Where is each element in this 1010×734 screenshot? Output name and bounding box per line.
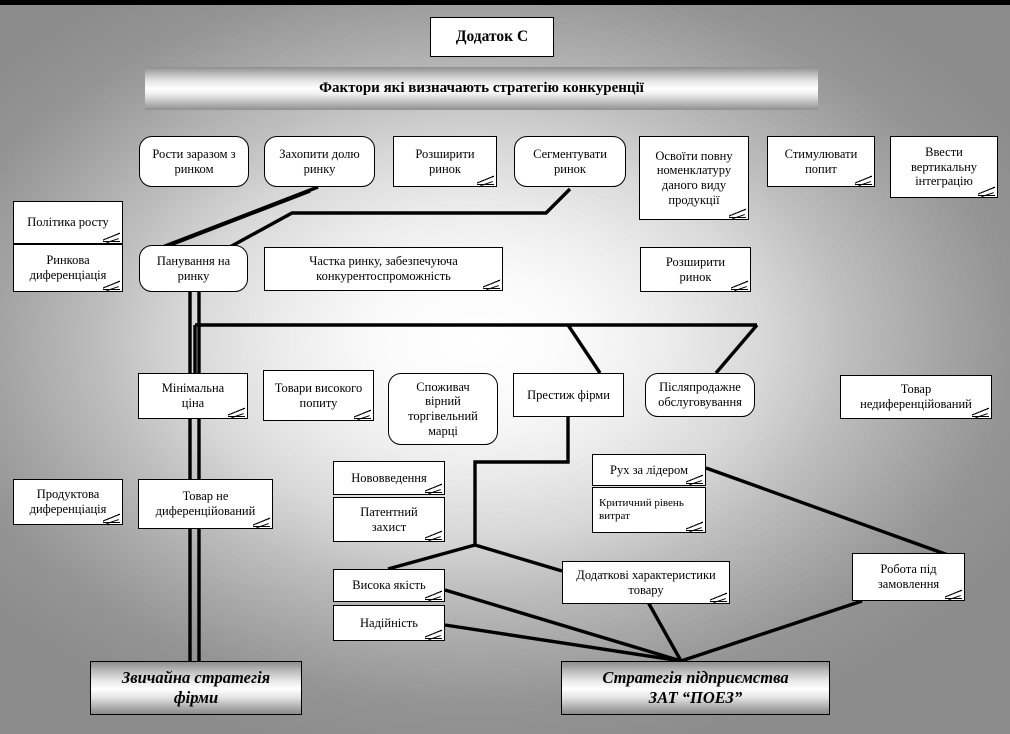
- node-label: Стимулювати попит: [784, 146, 858, 176]
- node-label: Ринкова диференціація: [29, 253, 107, 282]
- diagram-title-banner: Фактори які визначають стратегію конкуре…: [145, 67, 818, 110]
- node-follow-the-leader[interactable]: Рух за лідером: [592, 454, 706, 486]
- node-label: Споживач вірний торгівельний марці: [408, 379, 478, 438]
- node-label: Розширити ринок: [415, 146, 475, 176]
- edge-grow-to-domination: [151, 189, 311, 254]
- node-label: Захопити долю ринку: [279, 146, 360, 176]
- node-after-sales-service[interactable]: Післяпродажне обслуговування: [645, 373, 755, 417]
- edge-order-to-enterprise: [680, 599, 863, 663]
- node-product-not-differentiated[interactable]: Товар не диференційований: [138, 479, 273, 529]
- terminal-usual-firm-strategy[interactable]: Звичайна стратегія фірми: [90, 661, 302, 715]
- node-expand-market-mid[interactable]: Розширити ринок: [640, 247, 751, 292]
- node-label: Продуктова диференціація: [29, 487, 107, 516]
- node-label: Політика росту: [27, 215, 109, 230]
- terminal-label: Стратегія підприємства ЗАТ “ПОЕЗ”: [602, 668, 789, 707]
- node-label: Товари високого попиту: [274, 380, 363, 410]
- node-product-differentiation[interactable]: Продуктова диференціація: [13, 479, 123, 525]
- node-label: Розширити ринок: [665, 254, 726, 284]
- node-high-quality[interactable]: Висока якість: [333, 569, 445, 602]
- node-growth-policy[interactable]: Політика росту: [13, 201, 123, 244]
- node-label: Нововведення: [351, 470, 427, 485]
- diagram-title-text: Фактори які визначають стратегію конкуре…: [319, 80, 644, 96]
- node-segment-market[interactable]: Сегментувати ринок: [514, 136, 626, 187]
- terminal-enterprise-strategy[interactable]: Стратегія підприємства ЗАТ “ПОЕЗ”: [561, 661, 830, 715]
- edge-reliability-to-enterprise: [444, 623, 682, 663]
- edge-extra-features-to-enterprise: [646, 601, 683, 662]
- node-label: Мінімальна ціна: [161, 381, 225, 410]
- node-grow-with-market[interactable]: Рости заразом з ринком: [139, 136, 249, 187]
- edge-junction-to-extra-features: [474, 543, 563, 573]
- edge-bus-to-prestige: [566, 324, 602, 374]
- edge-segment-to-domination: [227, 187, 572, 250]
- node-minimal-price[interactable]: Мінімальна ціна: [138, 373, 248, 419]
- node-made-to-order[interactable]: Робота під замовлення: [852, 553, 965, 601]
- node-label: Освоїти повну номенклатуру даного виду п…: [655, 148, 733, 207]
- node-reliability[interactable]: Надійність: [333, 605, 445, 641]
- node-label: Додаткові характеристики товару: [576, 567, 716, 597]
- node-vertical-integration[interactable]: Ввести вертикальну інтеграцію: [890, 136, 998, 198]
- node-label: Панування на ринку: [156, 253, 231, 283]
- node-capture-share[interactable]: Захопити долю ринку: [264, 136, 375, 187]
- node-label: Післяпродажне обслуговування: [658, 380, 742, 409]
- node-undifferentiated-product[interactable]: Товар недиференційований: [840, 375, 992, 419]
- node-critical-cost-level[interactable]: Критичний рівень витрат: [592, 487, 706, 533]
- node-label: Рости заразом з ринком: [152, 146, 236, 176]
- node-high-demand-goods[interactable]: Товари високого попиту: [263, 370, 374, 421]
- node-label: Висока якість: [352, 578, 426, 593]
- node-label: Робота під замовлення: [877, 562, 940, 591]
- node-label: Частка ринку, забезпечуюча конкурентоспр…: [309, 254, 458, 283]
- edge-bus-to-after-sales: [714, 323, 759, 375]
- node-market-domination[interactable]: Панування на ринку: [139, 245, 248, 292]
- node-extra-product-features[interactable]: Додаткові характеристики товару: [562, 561, 730, 604]
- node-label: Престиж фірми: [527, 387, 610, 402]
- node-firm-prestige[interactable]: Престиж фірми: [513, 373, 624, 417]
- node-label: Товар не диференційований: [155, 489, 256, 518]
- terminal-label: Звичайна стратегія фірми: [121, 668, 271, 707]
- node-expand-market-top[interactable]: Розширити ринок: [393, 136, 497, 187]
- node-stimulate-demand[interactable]: Стимулювати попит: [767, 136, 875, 187]
- node-full-nomenclature[interactable]: Освоїти повну номенклатуру даного виду п…: [639, 136, 749, 220]
- node-market-share-competitive[interactable]: Частка ринку, забезпечуюча конкурентоспр…: [264, 247, 503, 291]
- node-loyal-consumer[interactable]: Споживач вірний торгівельний марці: [388, 373, 498, 445]
- appendix-title-text: Додаток С: [455, 28, 529, 45]
- connector-layer: [151, 185, 963, 663]
- edge-leader-to-order: [705, 466, 963, 562]
- node-label: Сегментувати ринок: [533, 146, 607, 176]
- node-label: Рух за лідером: [610, 462, 688, 477]
- node-label: Надійність: [360, 615, 418, 630]
- node-patent-protection[interactable]: Патентний захист: [333, 497, 445, 542]
- edge-capture-to-domination: [159, 185, 319, 250]
- node-innovations[interactable]: Нововведення: [333, 461, 445, 495]
- appendix-title-card: Додаток С: [430, 17, 554, 57]
- node-label: Товар недиференційований: [860, 382, 972, 411]
- edge-junction-to-quality: [387, 543, 476, 571]
- node-market-differentiation[interactable]: Ринкова диференціація: [13, 244, 123, 292]
- node-label: Патентний захист: [360, 504, 418, 534]
- node-label: Ввести вертикальну інтеграцію: [910, 144, 978, 189]
- node-label: Критичний рівень витрат: [599, 497, 684, 522]
